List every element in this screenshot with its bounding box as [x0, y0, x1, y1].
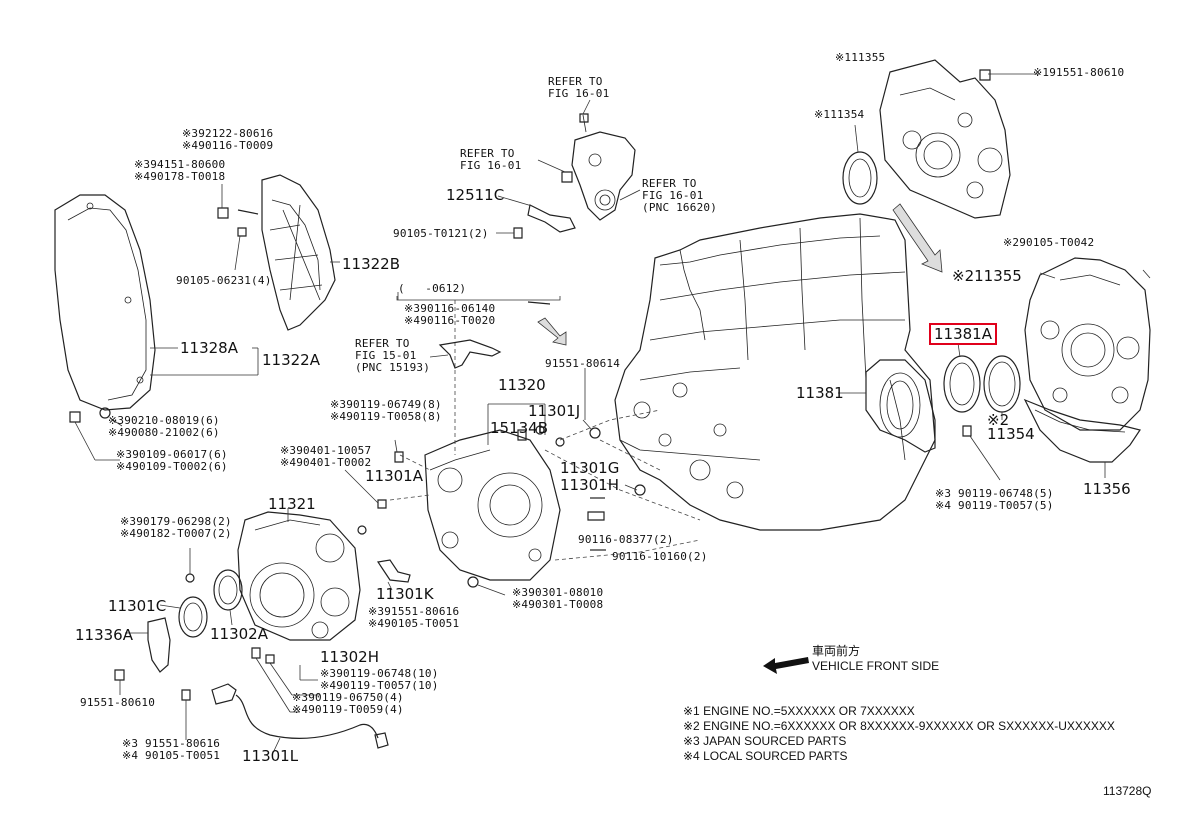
- label-90116-10160[interactable]: 90116-10160(2): [612, 550, 708, 563]
- label-90105-T0121[interactable]: 90105-T0121(2): [393, 227, 489, 240]
- label-390179[interactable]: ※390179-06298(2) ※490182-T0007(2): [120, 515, 232, 540]
- end-plate-top: [879, 59, 1040, 219]
- label-15134B[interactable]: 15134B: [490, 419, 549, 437]
- label-390301[interactable]: ※390301-08010 ※490301-T0008: [512, 586, 604, 611]
- label-11301K[interactable]: 11301K: [376, 585, 434, 603]
- label-11302A[interactable]: 11302A: [210, 625, 268, 643]
- direction-label-jp: 車両前方: [812, 644, 861, 658]
- label-range: ( -0612): [398, 282, 467, 295]
- label-394151[interactable]: ※394151-80600 ※490178-T0018: [134, 158, 226, 183]
- label-11322B[interactable]: 11322B: [342, 255, 401, 273]
- label-11381[interactable]: 11381: [796, 384, 844, 402]
- label-11328A[interactable]: 11328A: [180, 339, 238, 357]
- label-90116-08377[interactable]: 90116-08377(2): [578, 533, 674, 546]
- label-390401[interactable]: ※390401-10057 ※490401-T0002: [280, 444, 372, 469]
- label-refer-4[interactable]: REFER TO FIG 15-01 (PNC 15193): [355, 337, 431, 374]
- footnote-1: ※1 ENGINE NO.=5XXXXXX OR 7XXXXXX: [683, 704, 915, 718]
- label-11322A[interactable]: 11322A: [262, 351, 320, 369]
- timing-cover-11321: [237, 508, 361, 641]
- bracket-12511C: [496, 195, 576, 239]
- oil-seal-11381A: [943, 342, 981, 413]
- gear-case-11320: [424, 368, 646, 581]
- label-390109[interactable]: ※390109-06017(6) ※490109-T0002(6): [116, 448, 228, 473]
- label-390210[interactable]: ※390210-08019(6) ※490080-21002(6): [108, 414, 220, 439]
- footnote-2: ※2 ENGINE NO.=6XXXXXX OR 8XXXXXX-9XXXXXX…: [683, 719, 1115, 733]
- label-211354[interactable]: ※2 11354: [987, 411, 1035, 443]
- label-11336A[interactable]: 11336A: [75, 626, 133, 644]
- rear-seal-retainer: [838, 359, 936, 453]
- sensor-11301L: [181, 683, 389, 756]
- label-91551-80614[interactable]: 91551-80614: [545, 357, 621, 370]
- front-arrow-icon: [763, 657, 809, 674]
- label-392122[interactable]: ※392122-80616 ※490116-T0009: [182, 127, 274, 152]
- footnote-3: ※3 JAPAN SOURCED PARTS: [683, 734, 847, 748]
- label-11356[interactable]: 11356: [1083, 480, 1131, 498]
- label-11381A-highlighted[interactable]: 11381A: [929, 323, 997, 345]
- tensioner-bracket: [537, 99, 641, 221]
- label-12511C[interactable]: 12511C: [446, 186, 505, 204]
- label-11301G[interactable]: 11301G: [560, 459, 620, 477]
- seal-11354-2: [983, 355, 1021, 420]
- seal-11302A: [213, 569, 243, 611]
- bracket-11336A: [147, 617, 171, 673]
- label-91551-80610[interactable]: 91551-80610: [80, 696, 156, 709]
- label-11301L[interactable]: 11301L: [242, 747, 299, 765]
- label-390119-8[interactable]: ※390119-06749(8) ※490119-T0058(8): [330, 398, 442, 423]
- label-390119-5[interactable]: ※3 90119-06748(5) ※4 90119-T0057(5): [935, 487, 1054, 512]
- label-11355-top[interactable]: ※111355: [835, 51, 886, 64]
- label-290105[interactable]: ※290105-T0042: [1003, 236, 1095, 249]
- footnote-4: ※4 LOCAL SOURCED PARTS: [683, 749, 848, 763]
- label-390119-10[interactable]: ※390119-06748(10) ※490119-T0057(10): [320, 667, 439, 692]
- label-390116[interactable]: ※390116-06140 ※490116-T0020: [404, 302, 496, 327]
- engine-block: [614, 213, 936, 531]
- direction-label-en: VEHICLE FRONT SIDE: [812, 659, 940, 673]
- label-11301A[interactable]: 11301A: [365, 467, 423, 485]
- label-11354-top[interactable]: ※111354: [814, 108, 865, 121]
- label-11320[interactable]: 11320: [498, 376, 546, 394]
- label-91551-80610-top[interactable]: ※191551-80610: [1033, 66, 1125, 79]
- label-11301J[interactable]: 11301J: [528, 402, 581, 420]
- cover-11328A: [54, 194, 259, 411]
- label-211355[interactable]: ※211355: [952, 267, 1022, 285]
- seal-11301C: [178, 596, 208, 638]
- label-11301H[interactable]: 11301H: [560, 476, 619, 494]
- cover-11322B: [217, 174, 340, 331]
- label-11301C[interactable]: 11301C: [108, 597, 167, 615]
- end-plate-right: [1024, 257, 1151, 431]
- label-11321[interactable]: 11321: [268, 495, 316, 513]
- direction-arrow: [892, 203, 943, 273]
- seal-11354-1: [842, 124, 878, 205]
- bolt-90119-06748: [962, 425, 972, 437]
- label-90105-06231[interactable]: 90105-06231(4): [176, 274, 272, 287]
- label-refer-3[interactable]: REFER TO FIG 16-01 (PNC 16620): [642, 177, 718, 214]
- label-refer-1[interactable]: REFER TO FIG 16-01: [548, 75, 610, 100]
- label-11302H[interactable]: 11302H: [320, 648, 379, 666]
- diagram-id: 113728Q: [1103, 784, 1152, 798]
- label-refer-2[interactable]: REFER TO FIG 16-01: [460, 147, 522, 172]
- cover-11356: [1023, 398, 1141, 478]
- label-390119-4[interactable]: ※390119-06750(4) ※490119-T0059(4): [292, 691, 404, 716]
- label-391551-80616[interactable]: ※391551-80616 ※490105-T0051: [368, 605, 460, 630]
- label-3-91551-80616[interactable]: ※3 91551-80616 ※4 90105-T0051: [122, 737, 221, 762]
